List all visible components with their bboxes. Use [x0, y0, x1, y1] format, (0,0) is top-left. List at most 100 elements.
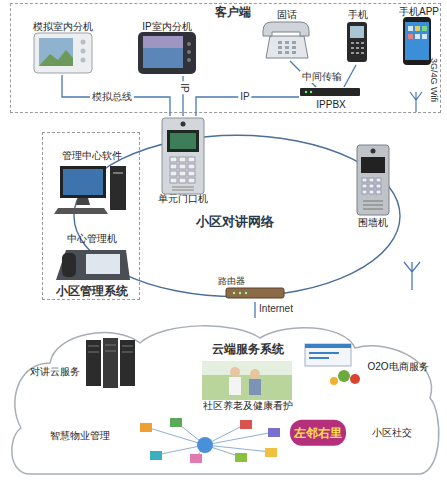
ip-indoor-unit: IP室内分机 [129, 18, 207, 76]
router-art [233, 292, 235, 294]
connector-line [196, 97, 299, 116]
wall-station-art [369, 190, 374, 194]
door-station-art [162, 118, 204, 194]
property-network-art [240, 420, 252, 429]
landline-phone-art [292, 41, 296, 44]
computer-art [54, 166, 126, 214]
manager-console-art [86, 254, 120, 274]
analog-indoor-unit-art [39, 38, 73, 66]
elder-care-photo [249, 379, 261, 395]
computer-art [113, 172, 123, 174]
wall-station-art [376, 184, 381, 188]
analog-indoor-unit-art [81, 49, 86, 54]
computer-art [110, 166, 126, 210]
server-art [86, 340, 101, 386]
mobile-phone-art [361, 52, 364, 54]
center-manager: 中心管理机 [49, 231, 135, 285]
server-art [103, 338, 118, 388]
zone-title: 小区管理系统 [56, 284, 128, 298]
property-network-art [140, 418, 280, 463]
wall-station-art [361, 157, 385, 173]
door-station-art [179, 178, 186, 183]
property-network-art [140, 423, 152, 432]
ip-indoor-unit-art [187, 42, 191, 46]
wireless-symbol [410, 92, 422, 112]
landline-phone-art [285, 41, 289, 44]
landline-phone-art [292, 51, 296, 54]
ecommerce-art [305, 344, 360, 385]
zone-title: 客户端 [215, 5, 251, 19]
ecommerce-art [309, 357, 329, 359]
node-label: 单元门口机 [158, 193, 208, 205]
smartphone-art [415, 34, 420, 39]
node-label: 手机 [348, 9, 368, 21]
ecommerce-art [350, 374, 360, 384]
property-network-art [265, 448, 277, 457]
zone-title: 云端服务系统 [212, 342, 284, 356]
cloud-shape [12, 326, 439, 474]
ip-indoor-unit-art [138, 32, 196, 74]
wall-station-art [369, 184, 374, 188]
ippbx-device-art [305, 91, 307, 93]
door-station-art [170, 164, 177, 169]
cloud-intercom: 对讲云服务 [20, 336, 142, 394]
community-social: 左邻右里小区社交 [288, 412, 424, 458]
wall-station-art [362, 178, 367, 182]
landline-phone-art [285, 51, 289, 54]
analog-indoor-unit-art [81, 58, 86, 63]
ippbx-device: IPPBX [299, 87, 363, 113]
connector-line [62, 75, 170, 116]
elder-care-photo [202, 361, 292, 375]
manager-console-art [56, 250, 130, 280]
elder-care-photo [230, 367, 240, 377]
indoor-unit: 模拟室内分机 [26, 18, 104, 75]
edge-label: IP [178, 81, 190, 94]
antenna-symbol [404, 262, 420, 290]
smartphone-art [405, 22, 429, 60]
wall-station-art [357, 145, 389, 215]
door-station-art [172, 187, 194, 190]
connector-line [344, 65, 356, 87]
wall-station-art [362, 190, 367, 194]
ip-indoor-unit-art [138, 32, 196, 74]
landline-phone-art [278, 46, 282, 49]
smartphone-art [403, 17, 431, 65]
mobile-phone-art [361, 47, 364, 49]
door-station: 单元门口机 [146, 116, 220, 206]
ecommerce-art [309, 352, 339, 354]
landline-phone-art [263, 22, 309, 36]
wall-station-art [362, 184, 367, 188]
ip-indoor-unit-art [187, 58, 191, 62]
o2o-service: O2O电商服务 [302, 340, 442, 392]
node-label: 小区社交 [372, 427, 412, 439]
mobile-phone-art [361, 42, 364, 44]
phone-app: 手机APP [397, 4, 441, 68]
node-label: IPPBX [316, 99, 345, 111]
smartphone-art [415, 26, 420, 31]
node-label: 模拟室内分机 [33, 21, 93, 33]
antenna-symbol [404, 262, 420, 290]
manager-console-art [62, 253, 76, 277]
door-station-art [167, 130, 199, 152]
analog-indoor-unit-art [39, 50, 73, 66]
node-label: 智慧物业管理 [50, 430, 110, 442]
landline-phone-art [278, 51, 282, 54]
door-station-art [188, 157, 195, 162]
analog-indoor-unit-art [34, 33, 92, 73]
management-zone: 小区管理系统 管理中心软件中心管理机 [42, 132, 140, 300]
door-station-art [179, 157, 186, 162]
management-software: 管理中心软件 [49, 147, 135, 217]
node-label: 路由器 [218, 276, 245, 287]
property-management: 智慧物业管理 [28, 416, 290, 476]
mobile-phone-art [351, 52, 354, 54]
ippbx-device-art [300, 88, 360, 96]
wall-station-art [363, 201, 383, 209]
analog-indoor-unit-art [81, 40, 86, 45]
elder-care: 社区养老及健康看护 [182, 358, 314, 414]
edge-label: Internet [257, 303, 295, 315]
smartphone-art [403, 17, 431, 65]
cloud-service: 云端服务系统 对讲云服务社区养老及健康看护O2O电商服务智慧物业管理 左邻右里小区社… [5, 318, 445, 478]
ecommerce-art [305, 344, 351, 366]
